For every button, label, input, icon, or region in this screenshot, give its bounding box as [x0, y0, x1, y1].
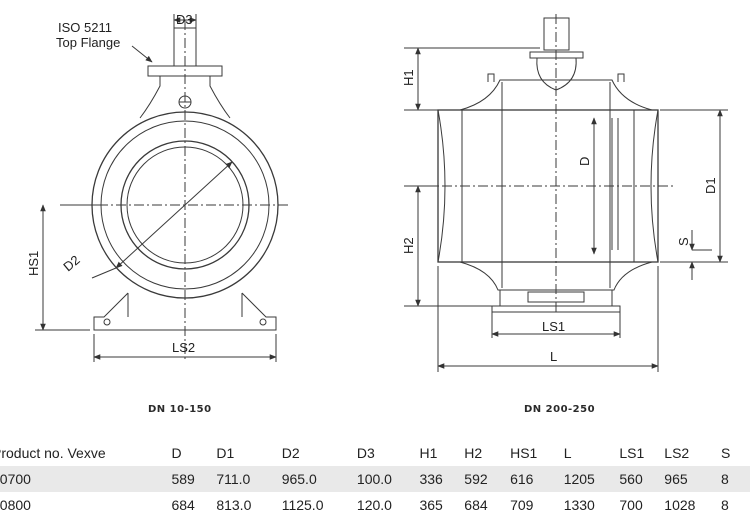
ls2-label: LS2	[172, 340, 195, 355]
body-top-curve	[459, 79, 653, 111]
header-cell: D1	[216, 445, 235, 461]
table-cell: 684	[171, 492, 217, 518]
table-cell: 1028	[664, 492, 721, 518]
header-cell: D3	[356, 445, 375, 461]
iso-leader-line	[131, 45, 153, 63]
header-cell: HS1	[510, 445, 538, 461]
table-cell: 711.0	[216, 466, 282, 492]
d3-label: D3	[176, 12, 193, 27]
table-cell: 813.0	[216, 492, 282, 518]
table-cell: 709	[510, 492, 564, 518]
support-base	[93, 292, 277, 331]
table-row: 10700 589 711.0 965.0 100.0 336 592 616 …	[0, 466, 750, 492]
header-cell: Product no. Vexve	[0, 445, 106, 461]
table-cell: 1205	[563, 466, 620, 492]
table-header-row: Product no. Vexve D D1 D2 D3 H1 H2 HS1 L…	[0, 440, 750, 466]
table-cell: 336	[419, 466, 465, 492]
neck-outline	[139, 76, 231, 119]
table-cell: 560	[619, 466, 665, 492]
dimensions-table: Product no. Vexve D D1 D2 D3 H1 H2 HS1 L…	[0, 440, 750, 518]
header-cell: D2	[281, 445, 300, 461]
left-valve-view	[35, 14, 290, 362]
table-cell: 1330	[563, 492, 620, 518]
table-cell: 120.0	[356, 492, 420, 518]
table-cell: 1125.0	[281, 492, 357, 518]
table-cell: 700	[619, 492, 665, 518]
right-end-flange	[650, 109, 659, 263]
d2-label: D2	[60, 252, 82, 274]
iso-label: ISO 5211	[58, 20, 112, 35]
right-valve-view	[404, 14, 728, 372]
table-cell: 965.0	[281, 466, 357, 492]
right-caption: DN 200-250	[524, 404, 596, 415]
table-cell: 365	[419, 492, 465, 518]
top-flange-label: Top Flange	[56, 35, 120, 50]
top-flange-right	[529, 51, 584, 59]
table-row: 10800 684 813.0 1125.0 120.0 365 684 709…	[0, 492, 750, 518]
table-cell: 100.0	[356, 466, 420, 492]
technical-drawing: ISO 5211 Top Flange D3 D2 HS1 LS2 H1 D D…	[26, 12, 728, 372]
h2-label: H2	[401, 237, 416, 254]
h1-label: H1	[401, 69, 416, 86]
base-slot	[527, 291, 585, 303]
top-flange	[147, 65, 223, 77]
header-cell: S	[720, 445, 731, 461]
table-cell: 10700	[0, 471, 31, 487]
header-cell: H2	[464, 445, 483, 461]
table-cell: 616	[510, 466, 564, 492]
d-label: D	[577, 157, 592, 166]
table-cell: 8	[720, 466, 750, 492]
ls1-label: LS1	[542, 319, 565, 334]
table-cell: 965	[664, 466, 721, 492]
table-cell: 592	[464, 466, 511, 492]
header-cell: H1	[419, 445, 438, 461]
header-cell: LS1	[619, 445, 645, 461]
left-caption: DN 10-150	[148, 404, 212, 415]
table-cell: 8	[720, 492, 750, 518]
table-cell: 684	[464, 492, 511, 518]
l-label: L	[550, 349, 557, 364]
body-bottom-curve	[459, 261, 653, 291]
d2-dimension-line	[115, 161, 233, 269]
header-cell: D	[171, 445, 182, 461]
header-cell: LS2	[664, 445, 690, 461]
d1-label: D1	[703, 177, 718, 194]
table-cell: 589	[171, 466, 217, 492]
header-cell: L	[563, 445, 572, 461]
table-cell: 10800	[0, 497, 31, 513]
hs1-label: HS1	[26, 251, 41, 276]
s-label: S	[676, 237, 691, 246]
